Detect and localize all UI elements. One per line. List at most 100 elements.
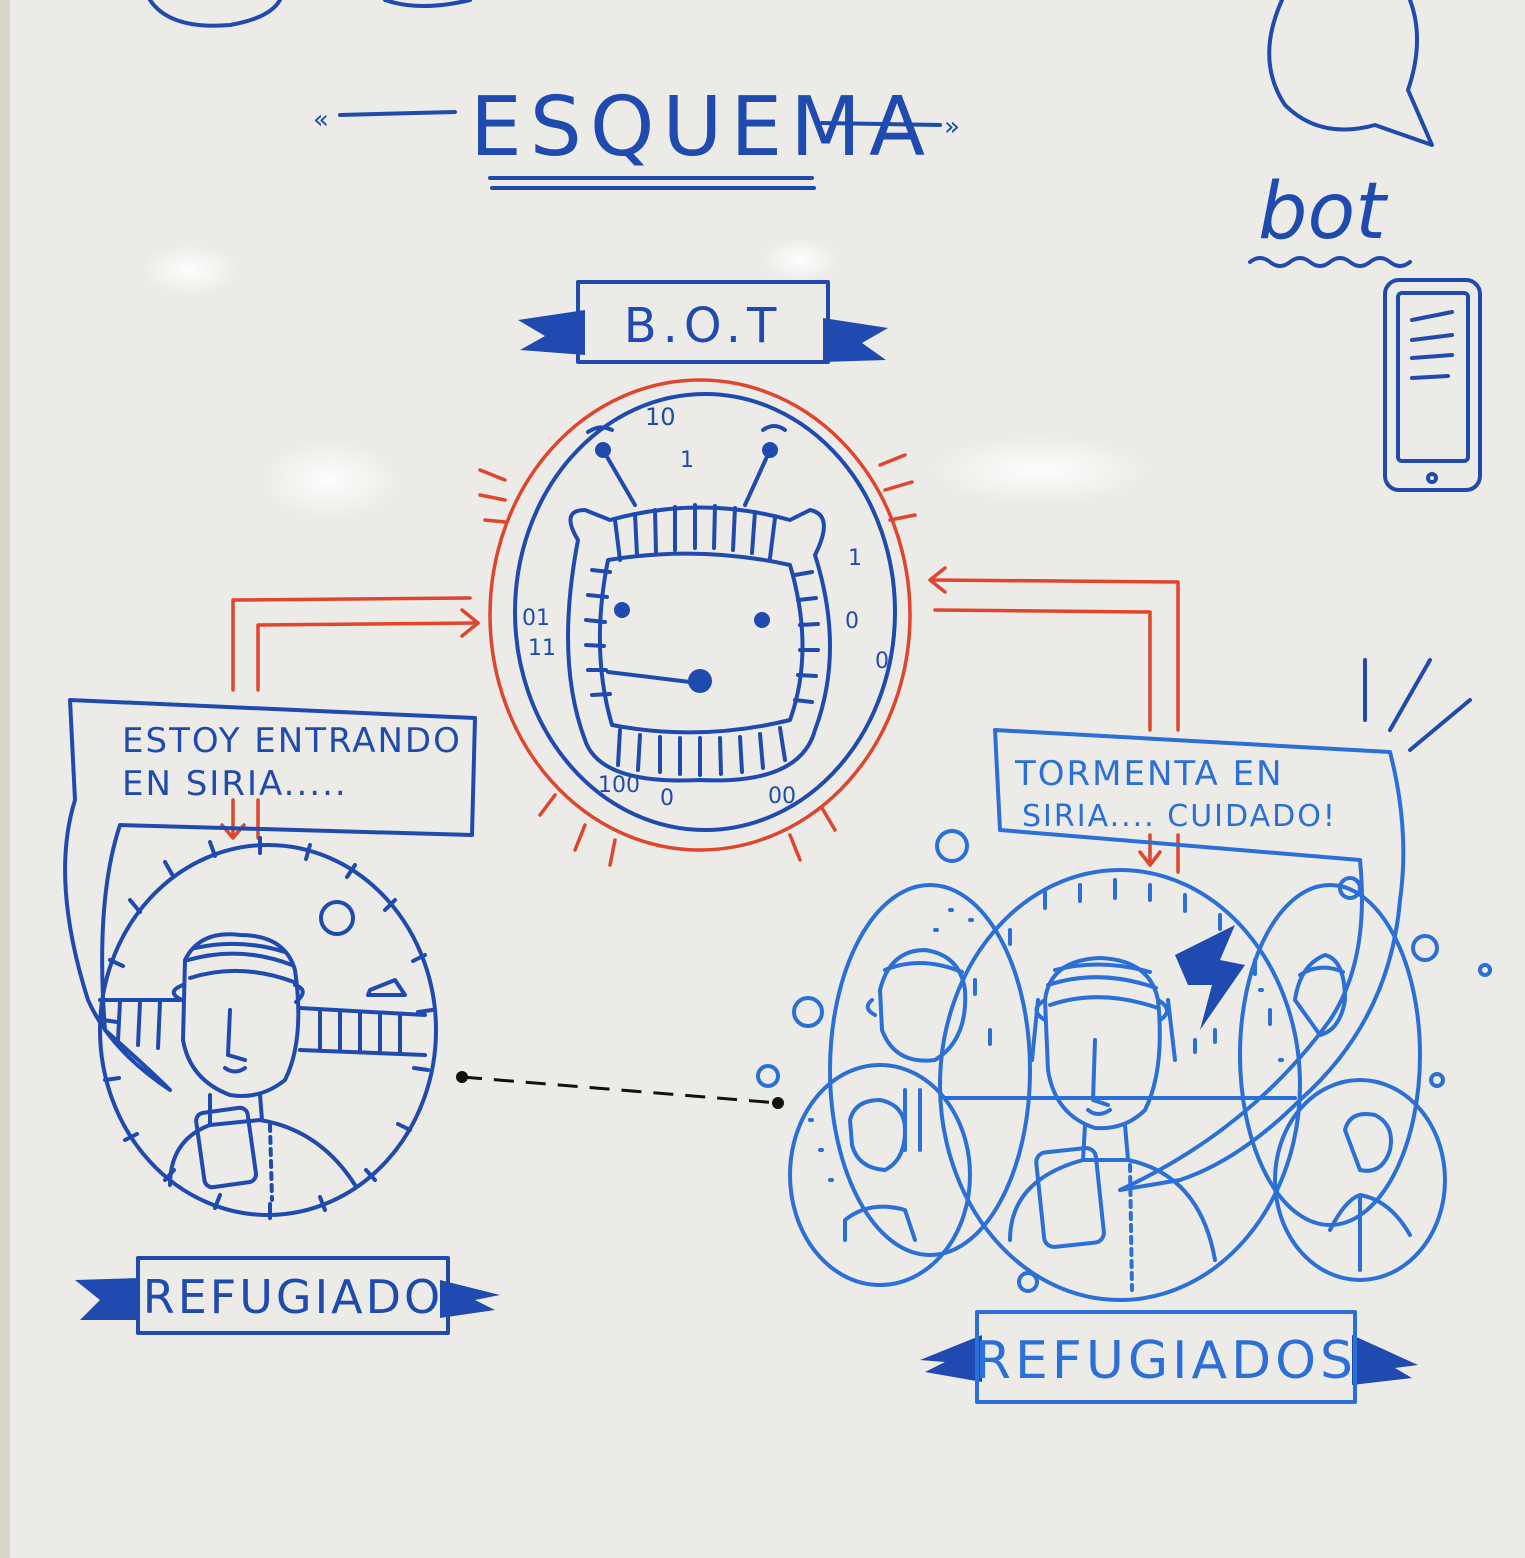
refugee-circle-back-left (828, 883, 1032, 1257)
bot-rays (478, 453, 917, 867)
refugee-circle-lower-right (1273, 1078, 1447, 1282)
connector-end (456, 1071, 468, 1083)
thought-dot (1411, 934, 1439, 962)
glare (140, 244, 240, 296)
title-group: « ESQUEMA » (313, 80, 960, 190)
lower-right-person (1328, 1112, 1412, 1272)
thought-dot (1017, 1271, 1039, 1293)
title-underline (488, 176, 816, 190)
bot-mouth-line (606, 670, 692, 684)
left-speech-bubble: ESTOY ENTRANDO EN SIRIA..... (63, 698, 477, 1092)
arrow-left-to-bot (231, 596, 480, 692)
bot-antennae (601, 448, 772, 507)
arrowhead (928, 566, 947, 594)
corner-legend: bot (1248, 0, 1482, 492)
back-left-person (865, 948, 968, 1063)
banner-ribbon-left (518, 310, 585, 355)
right-speech-bubble: TORMENTA EN SIRIA.... CUIDADO! (993, 658, 1472, 1192)
bot-inner-ring (513, 392, 897, 832)
binary-left-2: 11 (528, 636, 556, 661)
main-refugee-circle (938, 868, 1302, 1302)
bot-eye-left (614, 602, 630, 618)
left-person-hair (186, 941, 296, 984)
main-person-hair (1046, 962, 1160, 1010)
glare (260, 440, 400, 520)
main-person-head (1043, 956, 1162, 1131)
connector-end (772, 1097, 784, 1109)
bot-banner-label: B.O.T (624, 298, 783, 354)
binary-bottom-1: 100 (598, 773, 640, 798)
lightning-icon (1175, 925, 1245, 1030)
bot-eye-right (754, 612, 770, 628)
dashed-connector (461, 1075, 779, 1105)
main-person-phone (1034, 1146, 1106, 1249)
left-bubble-outline (63, 698, 477, 1092)
right-refugees (756, 829, 1492, 1302)
antenna-ball-right (762, 442, 778, 458)
bot-banner-box (576, 280, 830, 364)
back-right-person (1293, 953, 1347, 1037)
board-frame (0, 0, 10, 1558)
right-bubble-outline (993, 728, 1406, 1192)
thought-dot (1478, 963, 1492, 977)
bot-face (597, 551, 805, 735)
title-left-chevrons: « (313, 105, 329, 135)
arrowhead (460, 608, 480, 638)
right-bubble-line1: TORMENTA EN (1014, 754, 1284, 794)
binary-bottom-2: 0 (660, 786, 674, 811)
wavy-underline (1248, 256, 1412, 268)
left-banner-label: REFUGIADO (143, 1270, 443, 1324)
main-person-body (1008, 1123, 1217, 1262)
partial-doodle (383, 0, 472, 8)
left-bubble-line1: ESTOY ENTRANDO (122, 721, 462, 761)
partial-doodle (148, 0, 282, 28)
left-refugee (98, 836, 438, 1220)
left-person-head (181, 932, 301, 1098)
glare (760, 238, 840, 282)
left-person-ears (171, 983, 305, 1004)
bot-outer-ring (488, 378, 912, 852)
title-right-line (820, 121, 942, 127)
thought-dot (756, 1064, 780, 1088)
title-left-line (338, 110, 457, 117)
binary-top-1: 10 (645, 403, 676, 431)
right-banner: REFUGIADOS (920, 1310, 1418, 1404)
speech-bubble-icon (1267, 0, 1434, 147)
right-banner-label: REFUGIADOS (975, 1331, 1357, 1391)
binary-right-1: 1 (848, 546, 862, 571)
moon-icon (319, 900, 355, 936)
arrow-bot-to-right (930, 578, 1180, 732)
left-banner-box (136, 1256, 450, 1335)
page-title: ESQUEMA (470, 80, 933, 175)
binary-left-1: 01 (522, 606, 550, 631)
left-fence-posts (116, 978, 407, 1056)
bot-head (566, 505, 832, 783)
bot-mouth (688, 669, 712, 693)
binary-top-2: 1 (680, 448, 694, 473)
back-texture (808, 908, 1284, 1182)
left-bubble-line2: EN SIRIA..... (122, 764, 348, 804)
banner-ribbon-right (823, 318, 888, 362)
connector (456, 1071, 784, 1109)
banner-ribbon-right (440, 1280, 500, 1318)
antenna-ball-left (595, 442, 611, 458)
main-person-seam (1128, 1163, 1134, 1292)
binary-right-3: 0 (875, 649, 889, 674)
emphasis-marks (1363, 658, 1472, 752)
main-person-ears (1030, 998, 1177, 1062)
flow-arrows (220, 566, 1180, 874)
left-person-face (223, 1008, 247, 1074)
phone-icon (1383, 278, 1482, 492)
bot-hatching (584, 503, 820, 777)
title-right-chevrons: » (944, 112, 960, 142)
bot-circle: 10 1 01 11 1 0 0 100 0 00 (478, 378, 917, 867)
thought-dot (1429, 1072, 1445, 1088)
left-person-seam (268, 1123, 274, 1202)
glare (930, 435, 1150, 505)
refugee-circle-lower-left (788, 1063, 972, 1287)
right-bubble-line2: SIRIA.... CUIDADO! (1022, 799, 1337, 834)
banner-ribbon-left (75, 1278, 140, 1320)
arrow-into-refugees (1138, 833, 1180, 874)
banner-ribbon-right (1352, 1335, 1418, 1385)
